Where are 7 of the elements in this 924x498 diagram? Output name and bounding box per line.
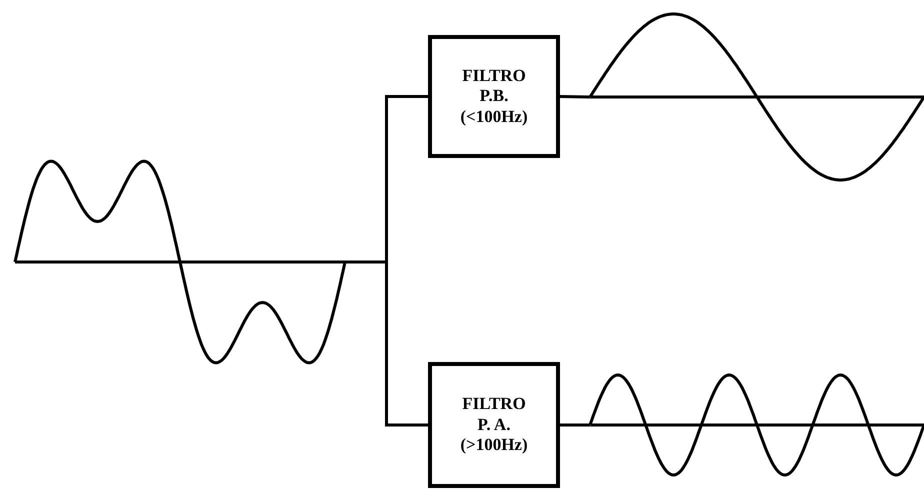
connector-line xyxy=(560,424,590,426)
filter-box xyxy=(428,362,560,488)
connector-line xyxy=(345,260,428,426)
filter-label: FILTRO P.B. (<100Hz) xyxy=(459,66,529,128)
filter-label: FILTRO P. A. (>100Hz) xyxy=(459,394,529,456)
filter-box xyxy=(428,35,560,158)
connector-line xyxy=(560,95,590,98)
